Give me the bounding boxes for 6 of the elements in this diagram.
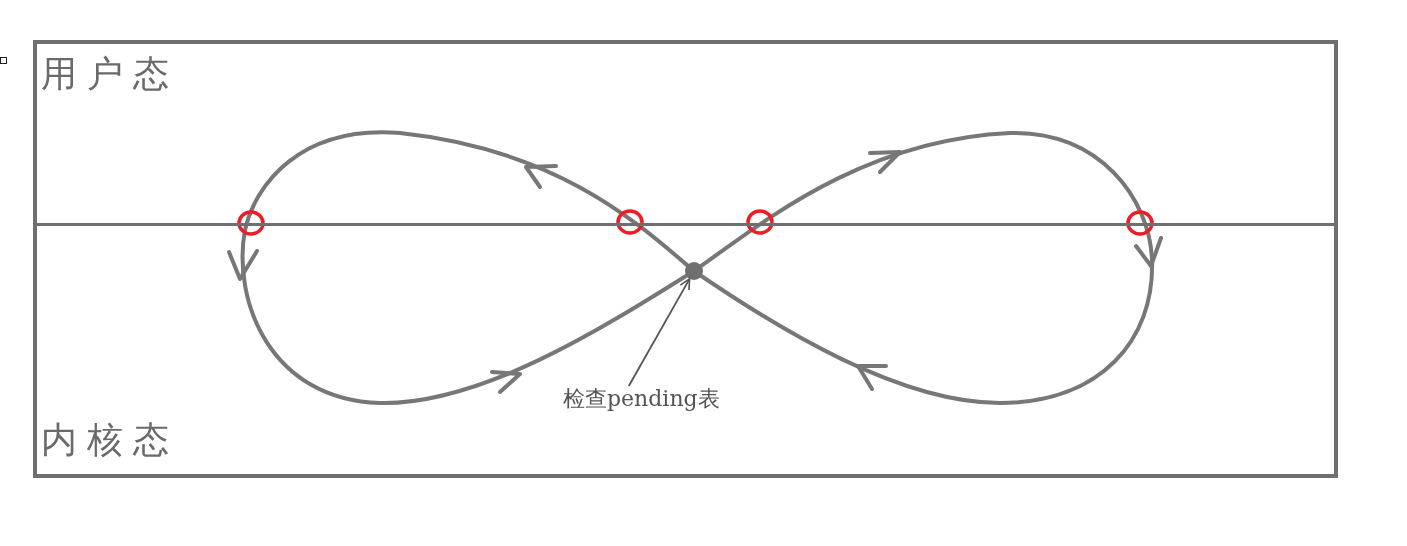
state-region (33, 223, 1338, 478)
junction-dot (685, 262, 703, 280)
annotation-label: 检查pending表 (563, 386, 720, 413)
leader-arrow (627, 277, 691, 387)
region-title: 用户态 (41, 56, 179, 92)
region-title: 内核态 (41, 422, 179, 458)
